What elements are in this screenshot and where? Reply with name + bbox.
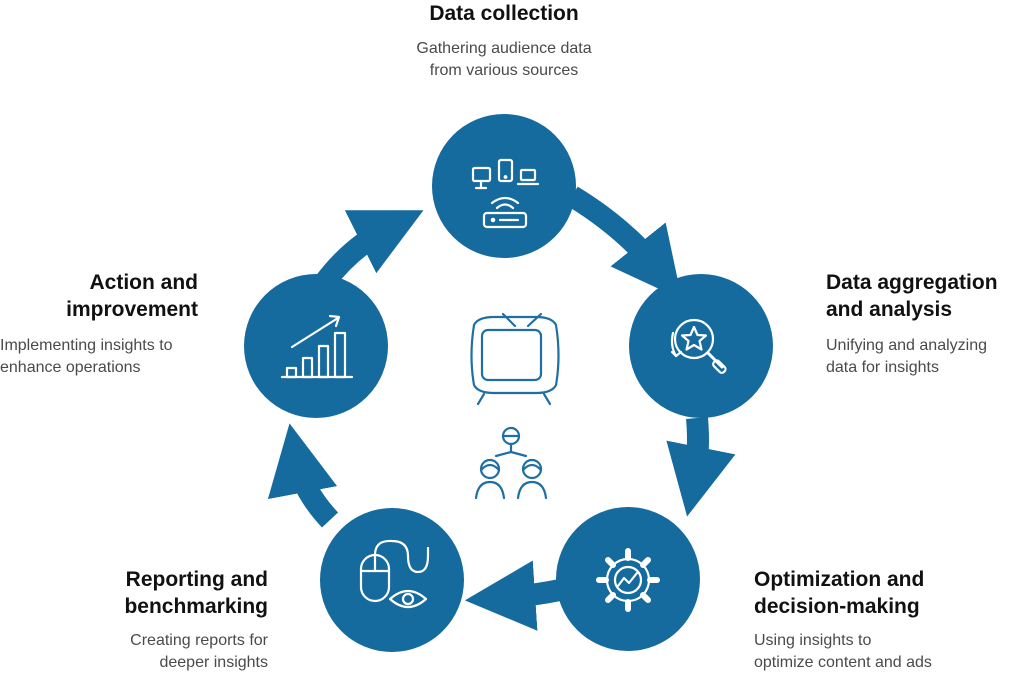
stage-title-action: Action and improvement <box>0 269 198 323</box>
title-line: decision-making <box>754 595 920 618</box>
desc-line: enhance operations <box>0 359 141 376</box>
desc-line: Gathering audience data <box>416 40 592 57</box>
stage-desc-optimization: Using insights to optimize content and a… <box>754 630 1020 674</box>
arrow-reporting-to-action <box>267 423 339 528</box>
stage-title-data-aggregation: Data aggregation and analysis <box>826 269 1022 323</box>
stage-circle-action <box>244 274 388 418</box>
stage-circle-optimization <box>556 507 700 651</box>
title-line: Action and <box>89 271 199 294</box>
desc-line: deeper insights <box>159 654 268 671</box>
devices-router-icon <box>471 158 540 229</box>
stage-title-reporting: Reporting and benchmarking <box>40 566 268 620</box>
desc-line: from various sources <box>429 62 579 79</box>
desc-line: optimize content and ads <box>754 654 932 671</box>
gear-chart-icon <box>596 548 660 612</box>
arrow-aggregation-to-optimization <box>666 417 736 517</box>
title-line: and analysis <box>826 298 953 321</box>
stage-title-data-collection: Data collection <box>354 0 654 27</box>
arrow-optimization-to-reporting <box>464 560 563 631</box>
arrow-action-to-collection <box>316 210 424 289</box>
title-line: benchmarking <box>124 595 268 618</box>
stage-desc-action: Implementing insights to enhance operati… <box>0 335 220 379</box>
stage-desc-reporting: Creating reports for deeper insights <box>40 630 268 674</box>
stage-desc-data-collection: Gathering audience data from various sou… <box>354 38 654 82</box>
desc-line: Implementing insights to <box>0 337 173 354</box>
stage-circle-data-collection <box>432 114 576 258</box>
growth-bar-chart-icon <box>280 314 354 379</box>
mouse-eye-icon <box>359 539 430 609</box>
search-star-icon <box>670 318 727 374</box>
arrow-collection-to-aggregation <box>566 186 682 300</box>
title-line: Data collection <box>429 2 579 25</box>
tv-icon <box>470 312 560 406</box>
title-line: Reporting and <box>125 568 268 591</box>
stage-circle-reporting <box>320 508 464 652</box>
desc-line: data for insights <box>826 359 939 376</box>
title-line: Data aggregation <box>826 271 998 294</box>
cycle-arrows <box>267 186 736 631</box>
stage-circles <box>244 114 773 652</box>
title-line: improvement <box>66 298 198 321</box>
stage-desc-data-aggregation: Unifying and analyzing data for insights <box>826 335 1022 379</box>
desc-line: Creating reports for <box>130 632 268 649</box>
audience-group-icon <box>474 426 548 500</box>
stage-title-optimization: Optimization and decision-making <box>754 566 1020 620</box>
desc-line: Using insights to <box>754 632 872 649</box>
title-line: Optimization and <box>754 568 925 591</box>
desc-line: Unifying and analyzing <box>826 337 987 354</box>
